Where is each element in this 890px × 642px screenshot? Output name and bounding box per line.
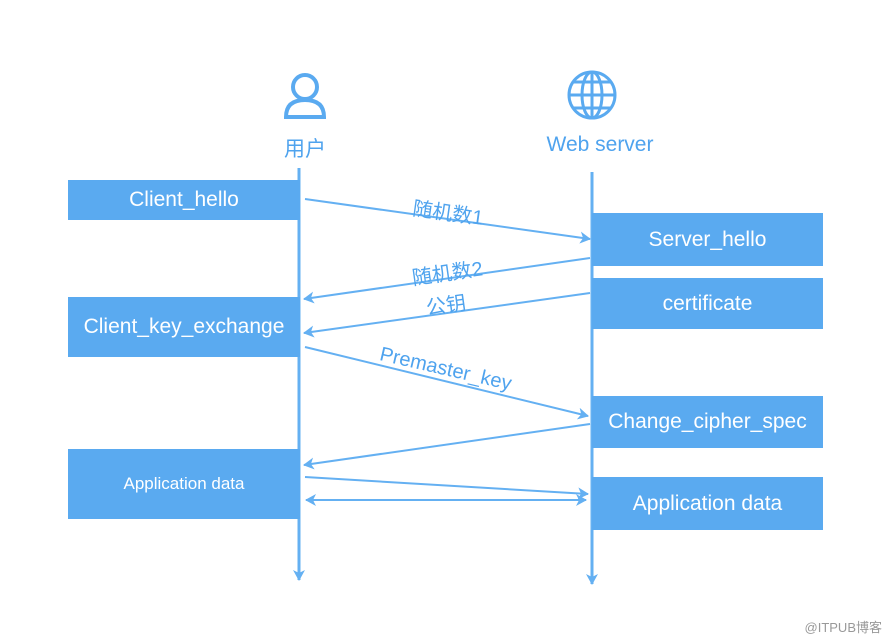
user-icon	[283, 73, 327, 119]
arrow-random1	[304, 198, 591, 244]
arrow-premaster-key	[304, 346, 589, 420]
user-label: 用户	[284, 138, 326, 161]
client-key-exchange-box: Client_key_exchange	[68, 297, 300, 357]
arrow-change-cipher	[303, 423, 591, 470]
client-hello-box: Client_hello	[68, 180, 300, 220]
client-application-data-box: Application data	[68, 449, 300, 519]
arrow-random2	[303, 257, 591, 304]
arrow-app-data-to-server	[304, 476, 589, 500]
watermark: @ITPUB博客	[804, 620, 882, 635]
arrow-public-key	[303, 292, 591, 338]
server-label: Web server	[546, 133, 654, 156]
certificate-box: certificate	[592, 278, 823, 329]
server-application-data-box: Application data	[592, 477, 823, 530]
server-hello-box: Server_hello	[592, 213, 823, 266]
change-cipher-spec-box: Change_cipher_spec	[592, 396, 823, 448]
globe-icon	[567, 70, 617, 120]
public-key-label: 公钥	[424, 292, 468, 320]
